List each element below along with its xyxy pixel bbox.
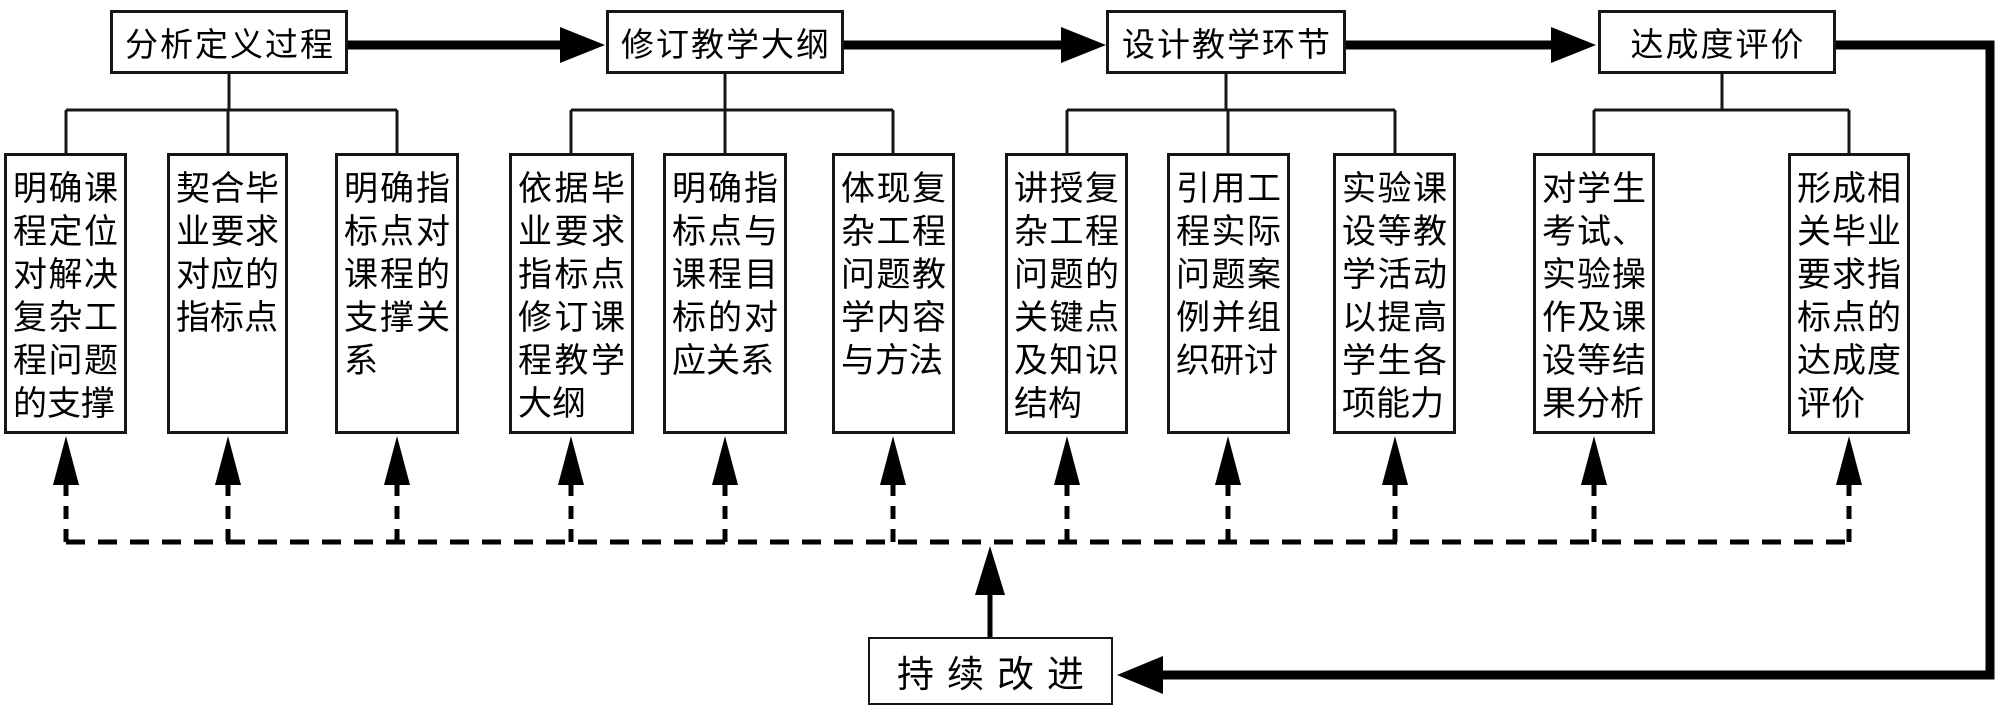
stage-box-design-teaching-activities: 设计教学环节	[1106, 10, 1346, 74]
sub-box-indicator-attainment-evaluation: 形成相关毕业要求指标点的达成度评价	[1788, 153, 1910, 434]
sub-box-graduation-requirement-indicators: 契合毕业要求对应的指标点	[167, 153, 288, 434]
sub-box-course-positioning-support: 明确课程定位对解决复杂工程问题的支撑	[4, 153, 127, 434]
stage-box-revise-syllabus: 修订教学大纲	[606, 10, 844, 74]
feedback-loop-arrow	[1117, 40, 1995, 694]
sub-box-indicator-objective-mapping: 明确指标点与课程目标的对应关系	[663, 153, 787, 434]
improvement-dashed-lines	[63, 483, 1852, 545]
sub-box-exam-result-analysis: 对学生考试、实验操作及课设等结果分析	[1533, 153, 1655, 434]
sub-box-revise-syllabus-per-indicators: 依据毕业要求指标点修订课程教学大纲	[509, 153, 634, 434]
continuous-improvement-up-arrow	[975, 546, 1005, 637]
sub-box-teach-key-points-knowledge: 讲授复杂工程问题的关键点及知识结构	[1005, 153, 1128, 434]
hierarchy-connectors	[64, 74, 1851, 153]
stage-box-analyze-define-process: 分析定义过程	[110, 10, 348, 74]
sub-box-engineering-case-discussion: 引用工程实际问题案例并组织研讨	[1167, 153, 1290, 434]
box-continuous-improvement: 持续改进	[868, 637, 1113, 705]
sub-box-lab-activities-abilities: 实验课设等教学活动以提高学生各项能力	[1333, 153, 1456, 434]
stage-box-achievement-evaluation: 达成度评价	[1598, 10, 1836, 74]
stage-flow-arrows	[348, 27, 1596, 63]
improvement-arrowheads	[53, 436, 1862, 485]
sub-box-complex-problem-content-methods: 体现复杂工程问题教学内容与方法	[832, 153, 955, 434]
sub-box-indicator-course-support-relation: 明确指标点对课程的支撑关系	[335, 153, 459, 434]
